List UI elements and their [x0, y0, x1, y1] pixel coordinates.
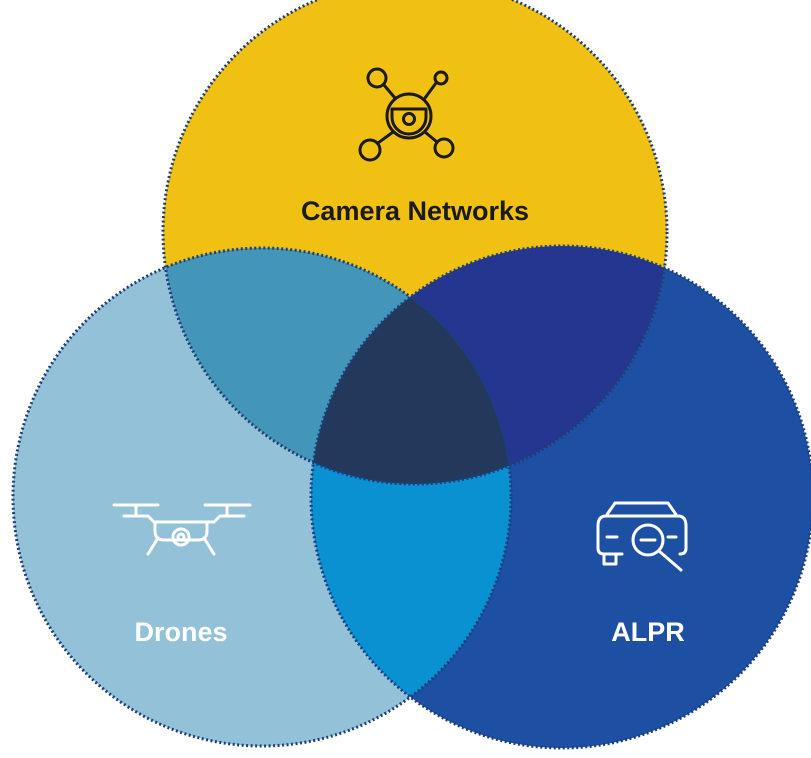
drone-icon — [112, 503, 252, 556]
outline-alpr — [309, 244, 811, 750]
label-drones: Drones — [134, 617, 227, 647]
camera-network-icon — [358, 67, 455, 162]
label-alpr: ALPR — [611, 617, 685, 647]
intersection-all-three — [311, 248, 511, 484]
outline-camera — [161, 0, 669, 486]
car-search-icon — [596, 501, 688, 572]
label-camera-networks: Camera Networks — [301, 196, 529, 226]
outline-drones — [11, 246, 513, 748]
